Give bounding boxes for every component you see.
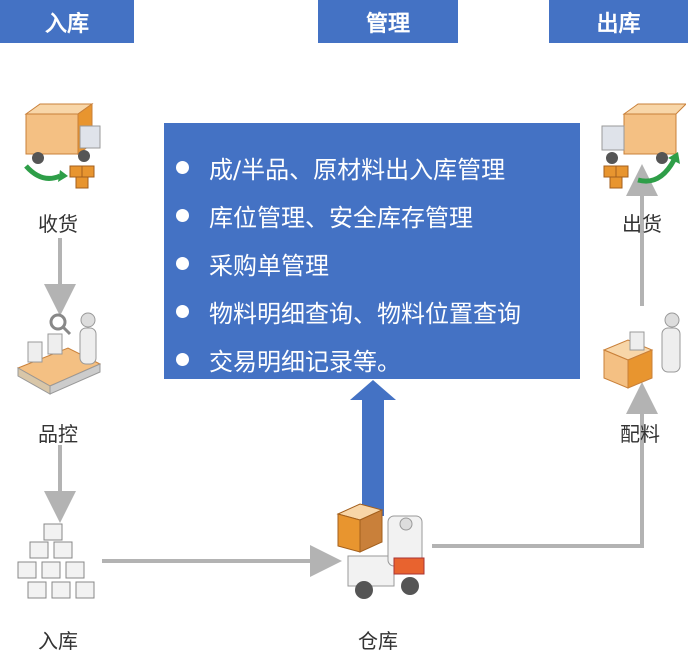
node-label-shipping: 出货: [622, 212, 662, 236]
feature-text: 成/半品、原材料出入库管理: [209, 155, 506, 184]
node-label-quality-control: 品控: [38, 422, 78, 446]
quality-control-icon: [16, 312, 102, 395]
flow-arrow-warehouse-to-picking: [432, 382, 658, 548]
node-label-warehouse: 仓库: [358, 629, 398, 653]
feature-item: 物料明细查询、物料位置查询: [176, 287, 580, 335]
shipping-truck-icon: [601, 103, 686, 189]
header-inbound-label: 入库: [44, 11, 89, 37]
feature-item: 交易明细记录等。: [176, 335, 580, 383]
feature-list: 成/半品、原材料出入库管理 库位管理、安全库存管理 采购单管理 物料明细查询、物…: [164, 123, 580, 383]
node-label-inbound: 入库: [38, 629, 78, 653]
feature-item: 采购单管理: [176, 239, 580, 287]
feature-text: 采购单管理: [209, 251, 329, 280]
feature-text: 物料明细查询、物料位置查询: [209, 299, 521, 328]
feature-item: 库位管理、安全库存管理: [176, 191, 580, 239]
management-feature-box: 成/半品、原材料出入库管理 库位管理、安全库存管理 采购单管理 物料明细查询、物…: [164, 123, 580, 379]
header-management-label: 管理: [365, 11, 410, 37]
receiving-truck-icon: [24, 103, 101, 189]
bullet-icon: [176, 208, 189, 222]
feature-text: 库位管理、安全库存管理: [209, 203, 473, 232]
inbound-boxes-icon: [17, 523, 95, 599]
feature-item: 成/半品、原材料出入库管理: [176, 143, 580, 191]
bullet-icon: [176, 256, 189, 270]
header-inbound: 入库: [0, 0, 134, 43]
up-arrow-to-management: [350, 380, 396, 516]
header-management: 管理: [318, 0, 458, 43]
warehouse-forklift-icon: [336, 503, 425, 599]
header-outbound: 出库: [549, 0, 688, 43]
picking-icon: [602, 312, 681, 389]
bullet-icon: [176, 304, 189, 318]
node-label-picking: 配料: [620, 422, 660, 446]
bullet-icon: [176, 160, 189, 174]
header-outbound-label: 出库: [596, 11, 641, 37]
feature-text: 交易明细记录等。: [209, 347, 401, 376]
node-label-receiving: 收货: [38, 212, 78, 236]
bullet-icon: [176, 352, 189, 366]
